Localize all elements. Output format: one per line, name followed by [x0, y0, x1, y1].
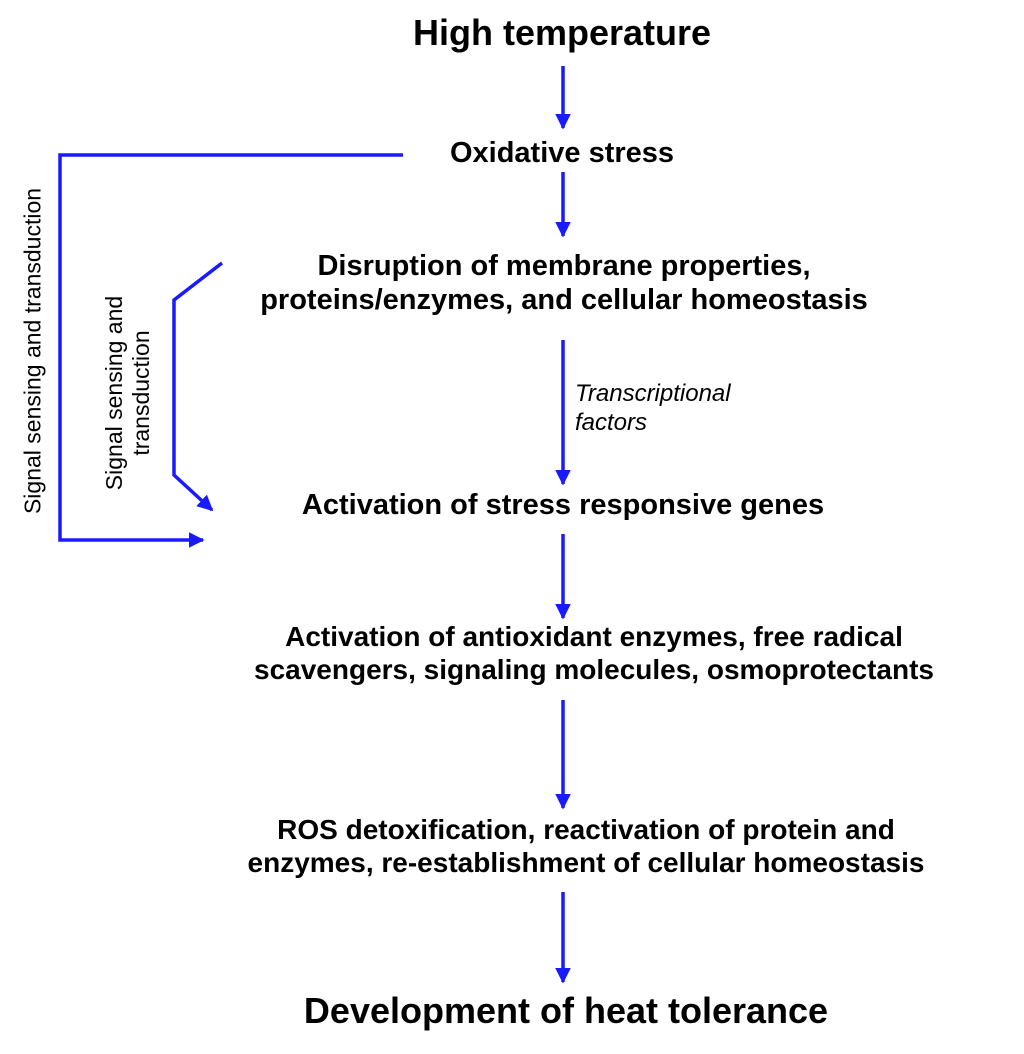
edge-label-line1: Transcriptional: [575, 380, 731, 407]
node-heat-tolerance: Development of heat tolerance: [304, 990, 828, 1032]
node-ros-detox: ROS detoxification, reactivation of prot…: [248, 813, 925, 879]
node-activation-antioxidants-line1: Activation of antioxidant enzymes, free …: [285, 621, 903, 652]
side-label-outer-text: Signal sensing and transduction: [19, 187, 46, 515]
edge-label-line2: factors: [575, 408, 648, 436]
side-label-inner: Signal sensing and transduction: [101, 296, 155, 490]
inner-feedback-connector: [172, 261, 224, 512]
edge-label-transcriptional-factors: Transcriptional factors: [575, 380, 731, 438]
node-disruption-line1: Disruption of membrane properties,: [317, 250, 811, 282]
node-high-temperature-label: High temperature: [412, 12, 712, 53]
node-activation-antioxidants-line2: scavengers, signaling molecules, osmopro…: [254, 654, 934, 686]
node-ros-detox-line1: ROS detoxification, reactivation of prot…: [277, 814, 895, 845]
node-activation-genes-label: Activation of stress responsive genes: [301, 489, 825, 521]
node-high-temperature: High temperature: [413, 12, 711, 54]
node-activation-genes: Activation of stress responsive genes: [302, 488, 824, 522]
side-label-outer: Signal sensing and transduction: [19, 188, 46, 514]
node-oxidative-stress: Oxidative stress: [450, 136, 674, 170]
side-label-inner-line2: transduction: [128, 330, 154, 456]
outer-feedback-connector: [58, 153, 403, 548]
node-oxidative-stress-label: Oxidative stress: [449, 137, 675, 169]
node-activation-antioxidants: Activation of antioxidant enzymes, free …: [254, 620, 934, 686]
node-heat-tolerance-label: Development of heat tolerance: [303, 990, 829, 1031]
node-disruption-line2: proteins/enzymes, and cellular homeostas…: [260, 284, 868, 317]
node-ros-detox-line2: enzymes, re-establishment of cellular ho…: [247, 847, 925, 879]
side-label-inner-line1: Signal sensing and: [100, 295, 127, 491]
node-disruption: Disruption of membrane properties, prote…: [260, 249, 868, 317]
